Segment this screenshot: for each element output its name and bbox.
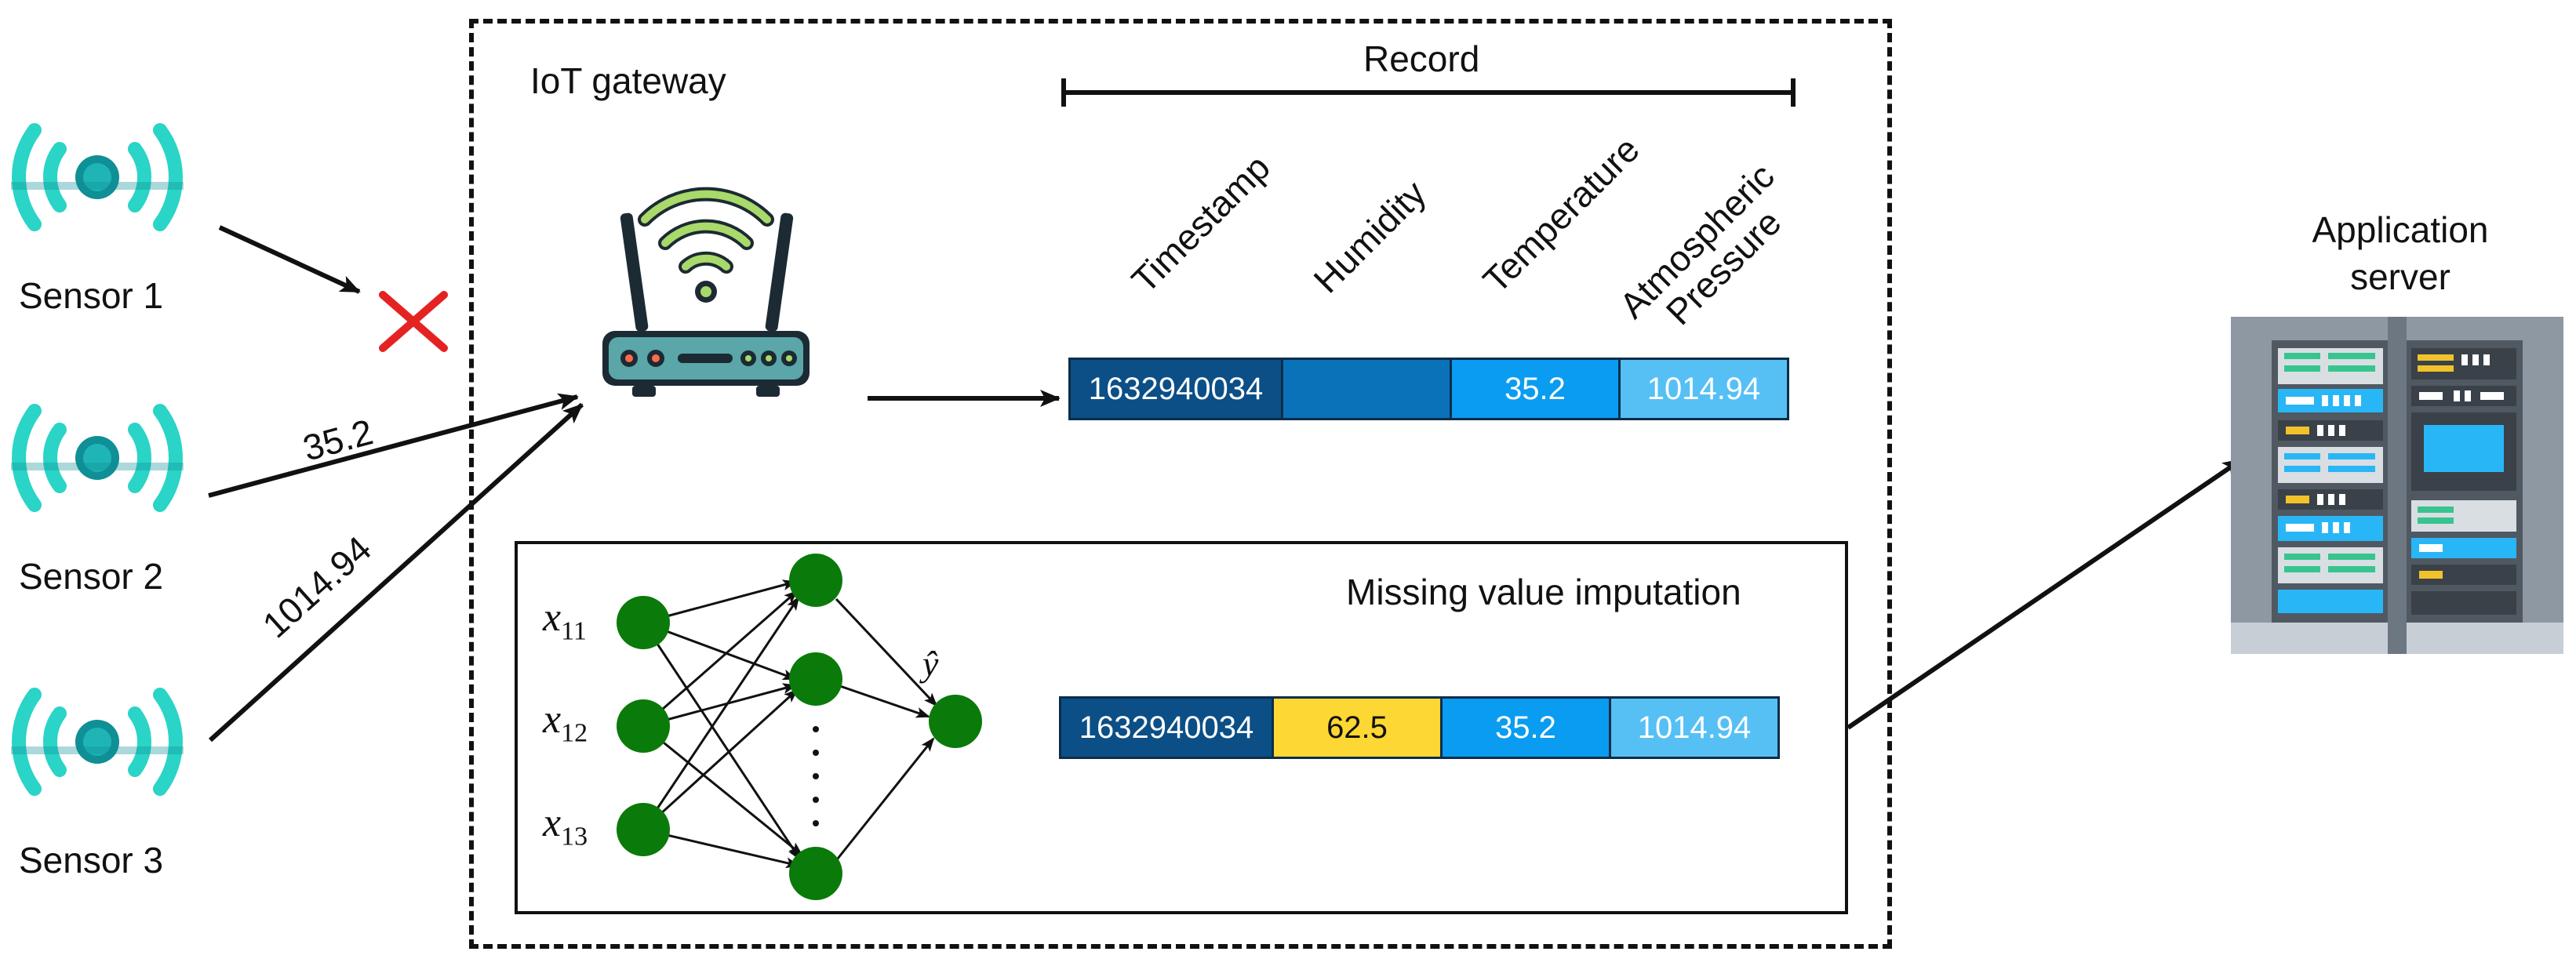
- imputation-to-server-arrow: [1846, 457, 2243, 730]
- imputation-title: Missing value imputation: [1346, 572, 1741, 612]
- nn-hidden-node-2: [789, 652, 842, 706]
- iot-gateway-title: IoT gateway: [530, 60, 726, 101]
- imputed-cell-timestamp: 1632940034: [1059, 696, 1274, 759]
- record-cell-humidity-missing: [1281, 358, 1452, 420]
- record-cell-timestamp: 1632940034: [1068, 358, 1283, 420]
- nn-input-label-2: x12: [543, 697, 588, 748]
- record-bracket: [1061, 78, 1796, 107]
- wifi-sensor-icon: [11, 688, 184, 796]
- sensor3-arrow: [208, 402, 584, 743]
- gateway-record: 1632940034 35.2 1014.94: [1068, 358, 1796, 420]
- nn-input-node-3: [617, 803, 670, 856]
- server-label-line1: Application: [2312, 209, 2489, 250]
- nn-hidden-node-1: [789, 554, 842, 607]
- imputed-cell-humidity: 62.5: [1272, 696, 1443, 759]
- nn-hidden-node-3: [789, 847, 842, 900]
- sensor-2-label: Sensor 2: [19, 556, 164, 597]
- wifi-sensor-icon: [11, 123, 184, 231]
- nn-nodes: [617, 554, 982, 900]
- nn-input-label-3: x13: [543, 801, 588, 852]
- imputed-record: 1632940034 62.5 35.2 1014.94: [1059, 696, 1787, 759]
- imputed-cell-pressure: 1014.94: [1609, 696, 1780, 759]
- nn-output-label: ŷ: [922, 644, 939, 684]
- imputed-cell-temperature: 35.2: [1440, 696, 1611, 759]
- nn-input-node-2: [617, 699, 670, 753]
- nn-input-node-1: [617, 596, 670, 649]
- record-label: Record: [1363, 38, 1480, 79]
- sensor1-arrow: [218, 225, 361, 294]
- iot-gateway-box: [469, 19, 1892, 949]
- imputation-box: [515, 541, 1848, 914]
- sensor-1-label: Sensor 1: [19, 275, 164, 316]
- nn-ellipsis: [813, 726, 819, 826]
- nn-input-label-1: x11: [543, 595, 587, 646]
- record-cell-pressure: 1014.94: [1618, 358, 1789, 420]
- server-rack-icon: [2231, 317, 2563, 654]
- router-icon: [602, 187, 810, 397]
- record-cell-temperature: 35.2: [1450, 358, 1621, 420]
- sensor2-arrow: [208, 393, 579, 498]
- failure-x-icon: [379, 291, 448, 352]
- nn-output-node: [929, 695, 982, 748]
- wifi-sensor-icon: [11, 404, 184, 512]
- sensor-3-label: Sensor 3: [19, 840, 164, 881]
- server-label-line2: server: [2350, 256, 2450, 297]
